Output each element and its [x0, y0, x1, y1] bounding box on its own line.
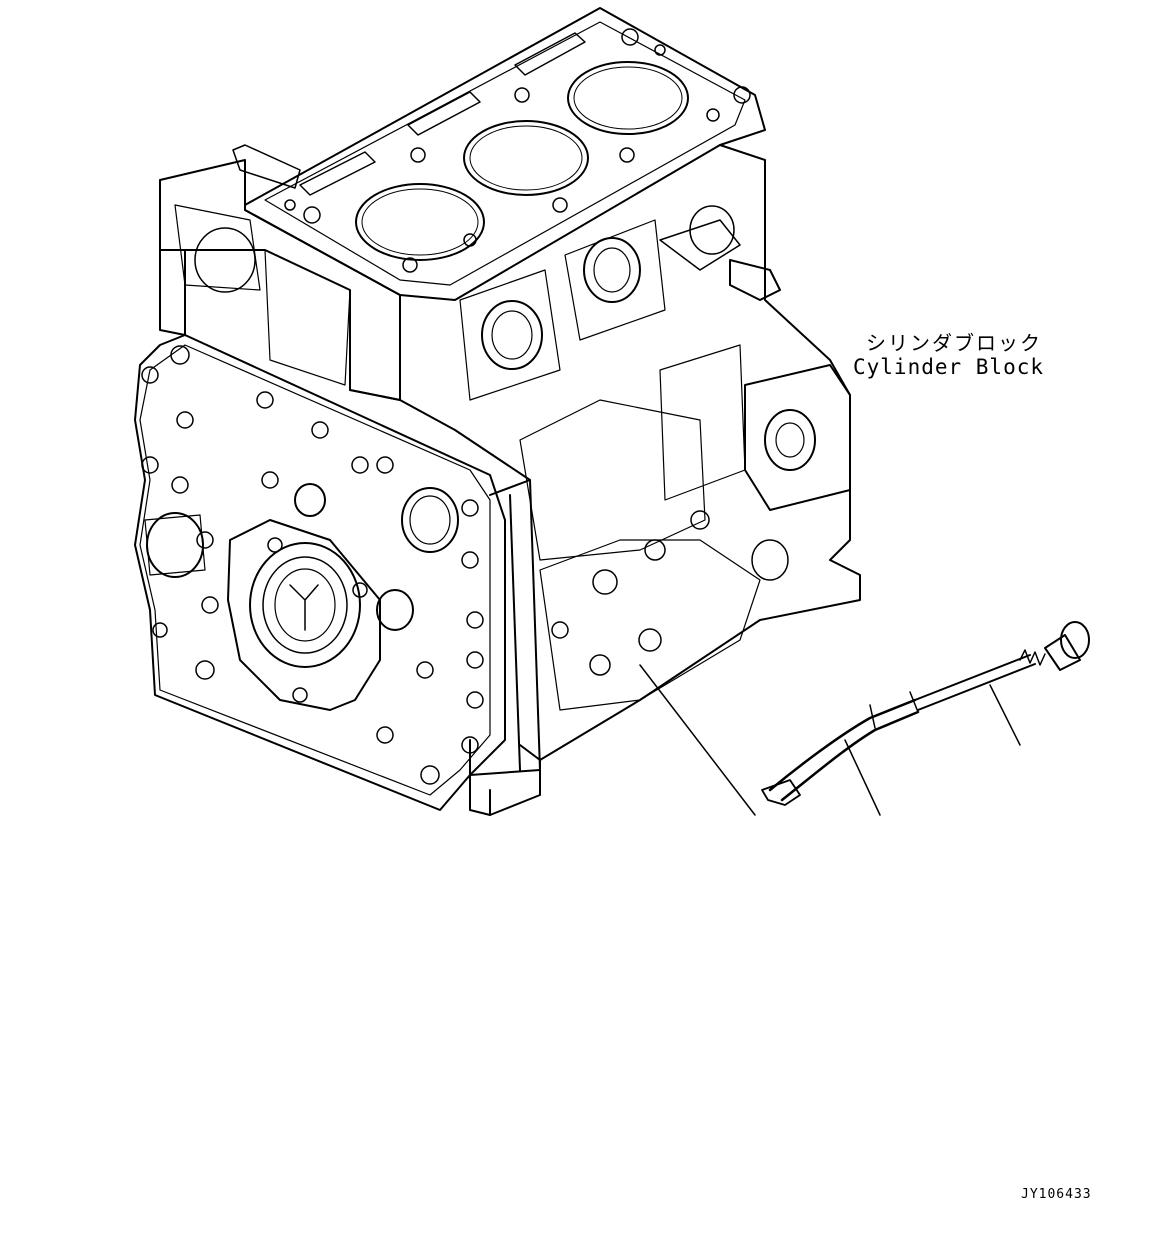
cylinder-bores [355, 61, 689, 261]
cover-bolts [141, 345, 484, 785]
leader-line-block [639, 664, 756, 816]
leader-lines [639, 664, 1021, 816]
leader-line-tube [844, 739, 881, 816]
cylinder-block [159, 7, 861, 816]
gear-case-cover [134, 334, 506, 811]
callout-label-jp: シリンダブロック [866, 331, 1042, 355]
callout-label-en: Cylinder Block [853, 355, 1045, 379]
oil-level-gauge [761, 621, 1090, 806]
coolant-slots [299, 32, 586, 196]
leader-line-gauge [989, 684, 1021, 746]
drawing-number: JY106433 [1021, 1187, 1092, 1202]
